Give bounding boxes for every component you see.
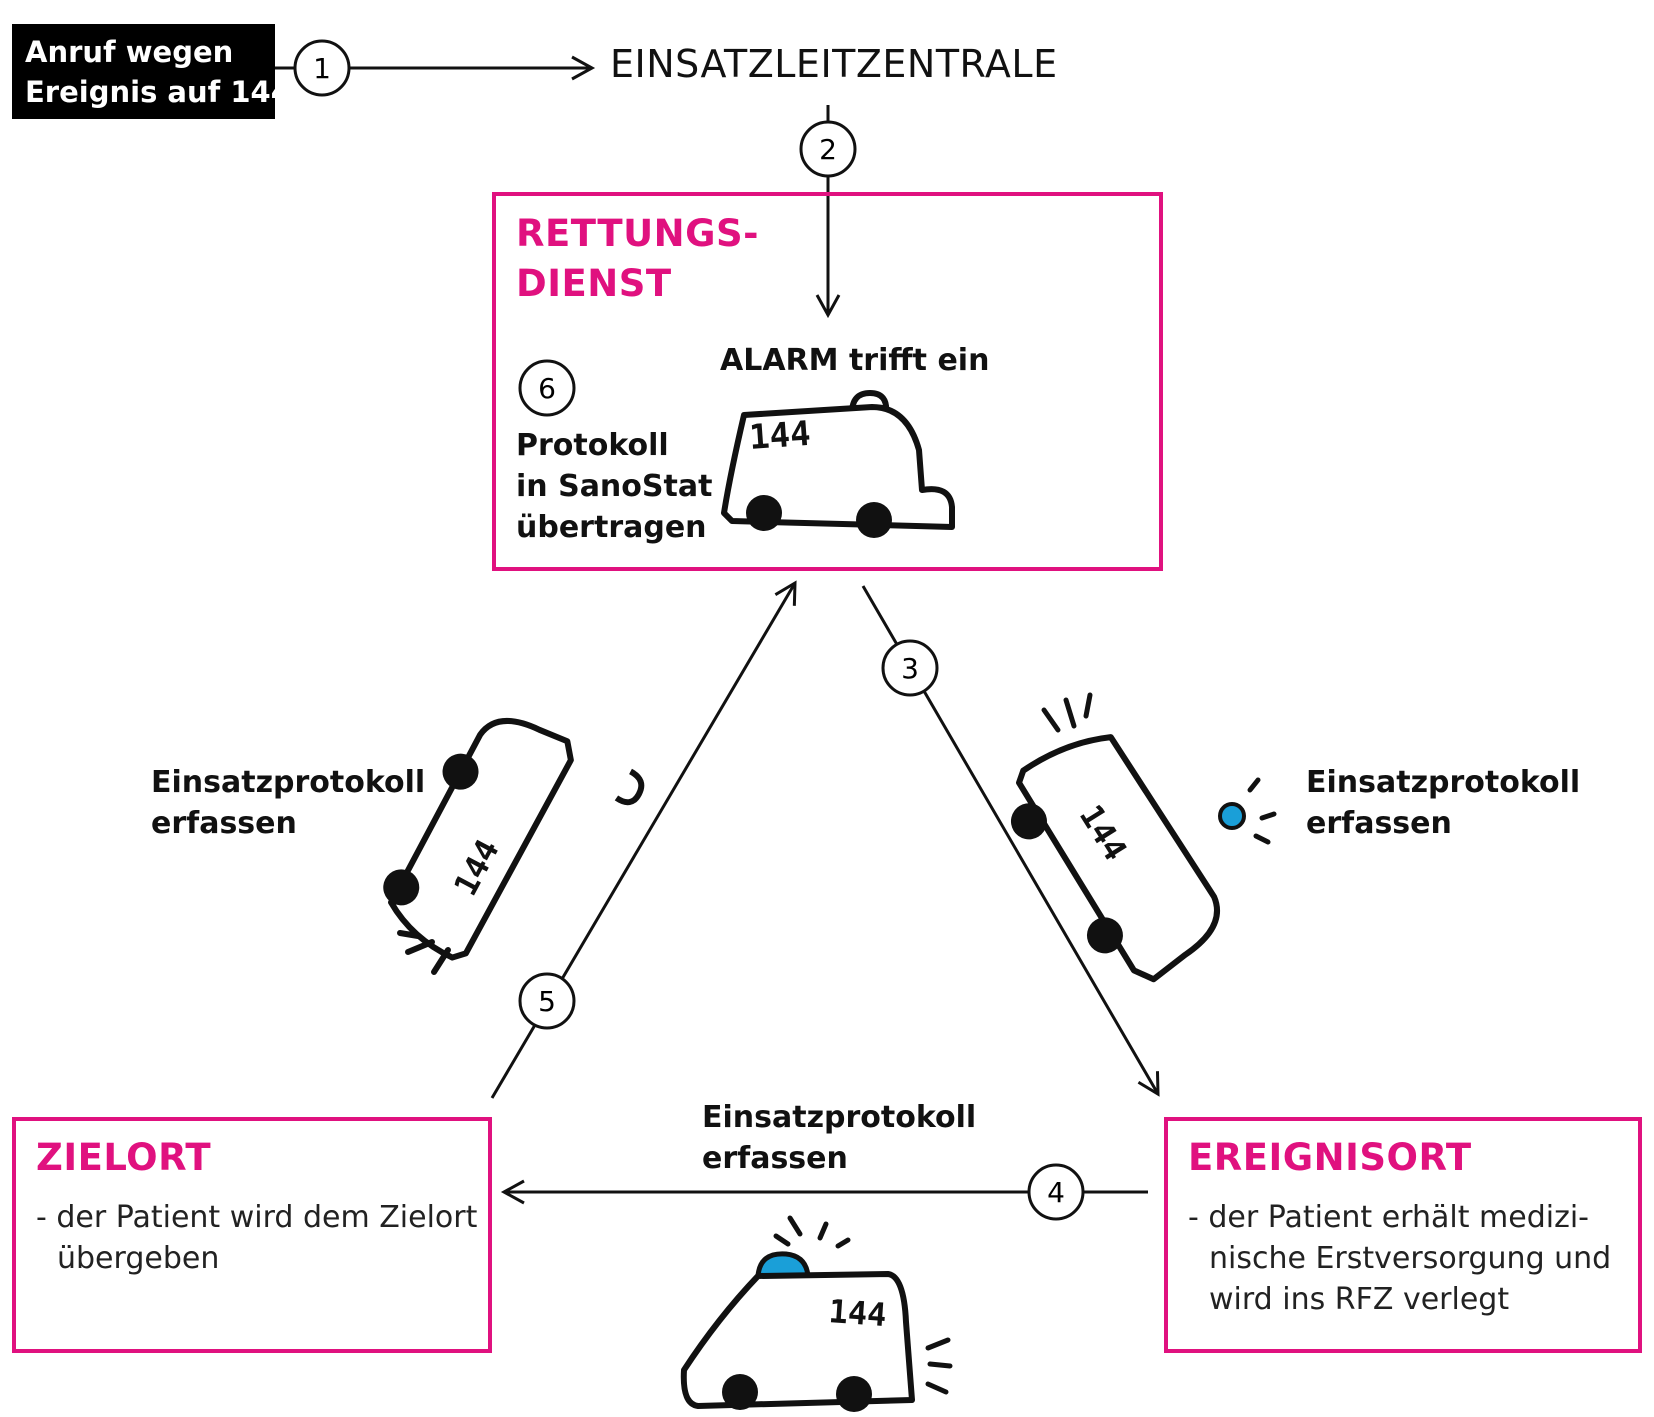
siren-rays-bottom-icon xyxy=(773,1215,953,1395)
alarm-label: ALARM trifft ein xyxy=(720,343,990,378)
einsatzprotokoll-right-label: Einsatzprotokoll erfassen xyxy=(1306,762,1580,844)
einsatzprotokoll-right-line-1: Einsatzprotokoll xyxy=(1306,765,1581,800)
ereignisort-description: - der Patient erhält medizi- nische Erst… xyxy=(1188,1197,1611,1320)
ereignisort-box xyxy=(1164,1117,1642,1353)
call-start-box: Anruf wegen Ereignis auf 144 xyxy=(12,24,291,119)
ambulance-dispatch-icon: 144 xyxy=(1010,734,1221,983)
sanostat-line-3: übertragen xyxy=(516,510,707,545)
svg-text:144: 144 xyxy=(748,414,812,458)
step-5-marker: 5 xyxy=(518,972,576,1030)
rettungsdienst-title-line-2: DIENST xyxy=(516,262,672,305)
einsatzprotokoll-left-line-2: erfassen xyxy=(151,806,297,841)
svg-text:1: 1 xyxy=(313,52,331,85)
step-1-marker: 1 xyxy=(293,39,351,97)
svg-text:5: 5 xyxy=(538,985,556,1018)
einsatzprotokoll-left-line-1: Einsatzprotokoll xyxy=(151,765,426,800)
einsatzprotokoll-bottom-line-1: Einsatzprotokoll xyxy=(702,1100,977,1135)
rettungsdienst-title-line-1: RETTUNGS- xyxy=(516,212,759,255)
svg-text:6: 6 xyxy=(538,372,556,405)
zielort-line-1: - der Patient wird dem Zielort xyxy=(36,1200,478,1235)
sanostat-protokoll-label: Protokoll in SanoStat übertragen xyxy=(516,425,712,548)
ambulance-return-icon: 144 xyxy=(383,717,645,961)
call-start-line-2: Ereignis auf 144 xyxy=(25,75,291,109)
svg-text:2: 2 xyxy=(819,133,837,166)
svg-text:4: 4 xyxy=(1047,1176,1065,1209)
svg-text:3: 3 xyxy=(901,652,919,685)
zielort-box xyxy=(12,1117,492,1353)
step-6-marker: 6 xyxy=(518,359,576,417)
siren-rays-icon xyxy=(1041,692,1277,845)
ereignisort-line-3: wird ins RFZ verlegt xyxy=(1209,1282,1510,1317)
einsatzprotokoll-bottom-label: Einsatzprotokoll erfassen xyxy=(702,1097,976,1179)
einsatzprotokoll-right-line-2: erfassen xyxy=(1306,806,1452,841)
step-4-marker: 4 xyxy=(1027,1163,1085,1221)
zielort-title: ZIELORT xyxy=(36,1136,212,1179)
rettungsdienst-title: RETTUNGS- DIENST xyxy=(516,209,759,309)
rettungsdienst-box xyxy=(492,192,1163,571)
ereignisort-title: EREIGNISORT xyxy=(1188,1136,1472,1179)
ambulance-transport-icon: 144 xyxy=(680,1251,915,1412)
siren-light-icon xyxy=(1218,802,1246,830)
motion-lines-icon xyxy=(397,930,451,975)
zielort-description: - der Patient wird dem Zielort übergeben xyxy=(36,1197,477,1279)
einsatzprotokoll-bottom-line-2: erfassen xyxy=(702,1141,848,1176)
ereignisort-line-1: - der Patient erhält medizi- xyxy=(1188,1200,1589,1235)
step-2-marker: 2 xyxy=(799,120,857,178)
ereignisort-line-2: nische Erstversorgung und xyxy=(1209,1241,1612,1276)
dispatch-center-title: EINSATZLEITZENTRALE xyxy=(610,42,1058,86)
zielort-line-2: übergeben xyxy=(57,1241,220,1276)
call-start-line-1: Anruf wegen xyxy=(25,35,234,69)
sanostat-line-2: in SanoStat xyxy=(516,469,713,504)
step-3-marker: 3 xyxy=(881,639,939,697)
sanostat-line-1: Protokoll xyxy=(516,428,669,463)
svg-text:144: 144 xyxy=(827,1292,887,1334)
ambulance-icon: 144 xyxy=(721,389,955,538)
einsatzprotokoll-left-label: Einsatzprotokoll erfassen xyxy=(151,762,425,844)
